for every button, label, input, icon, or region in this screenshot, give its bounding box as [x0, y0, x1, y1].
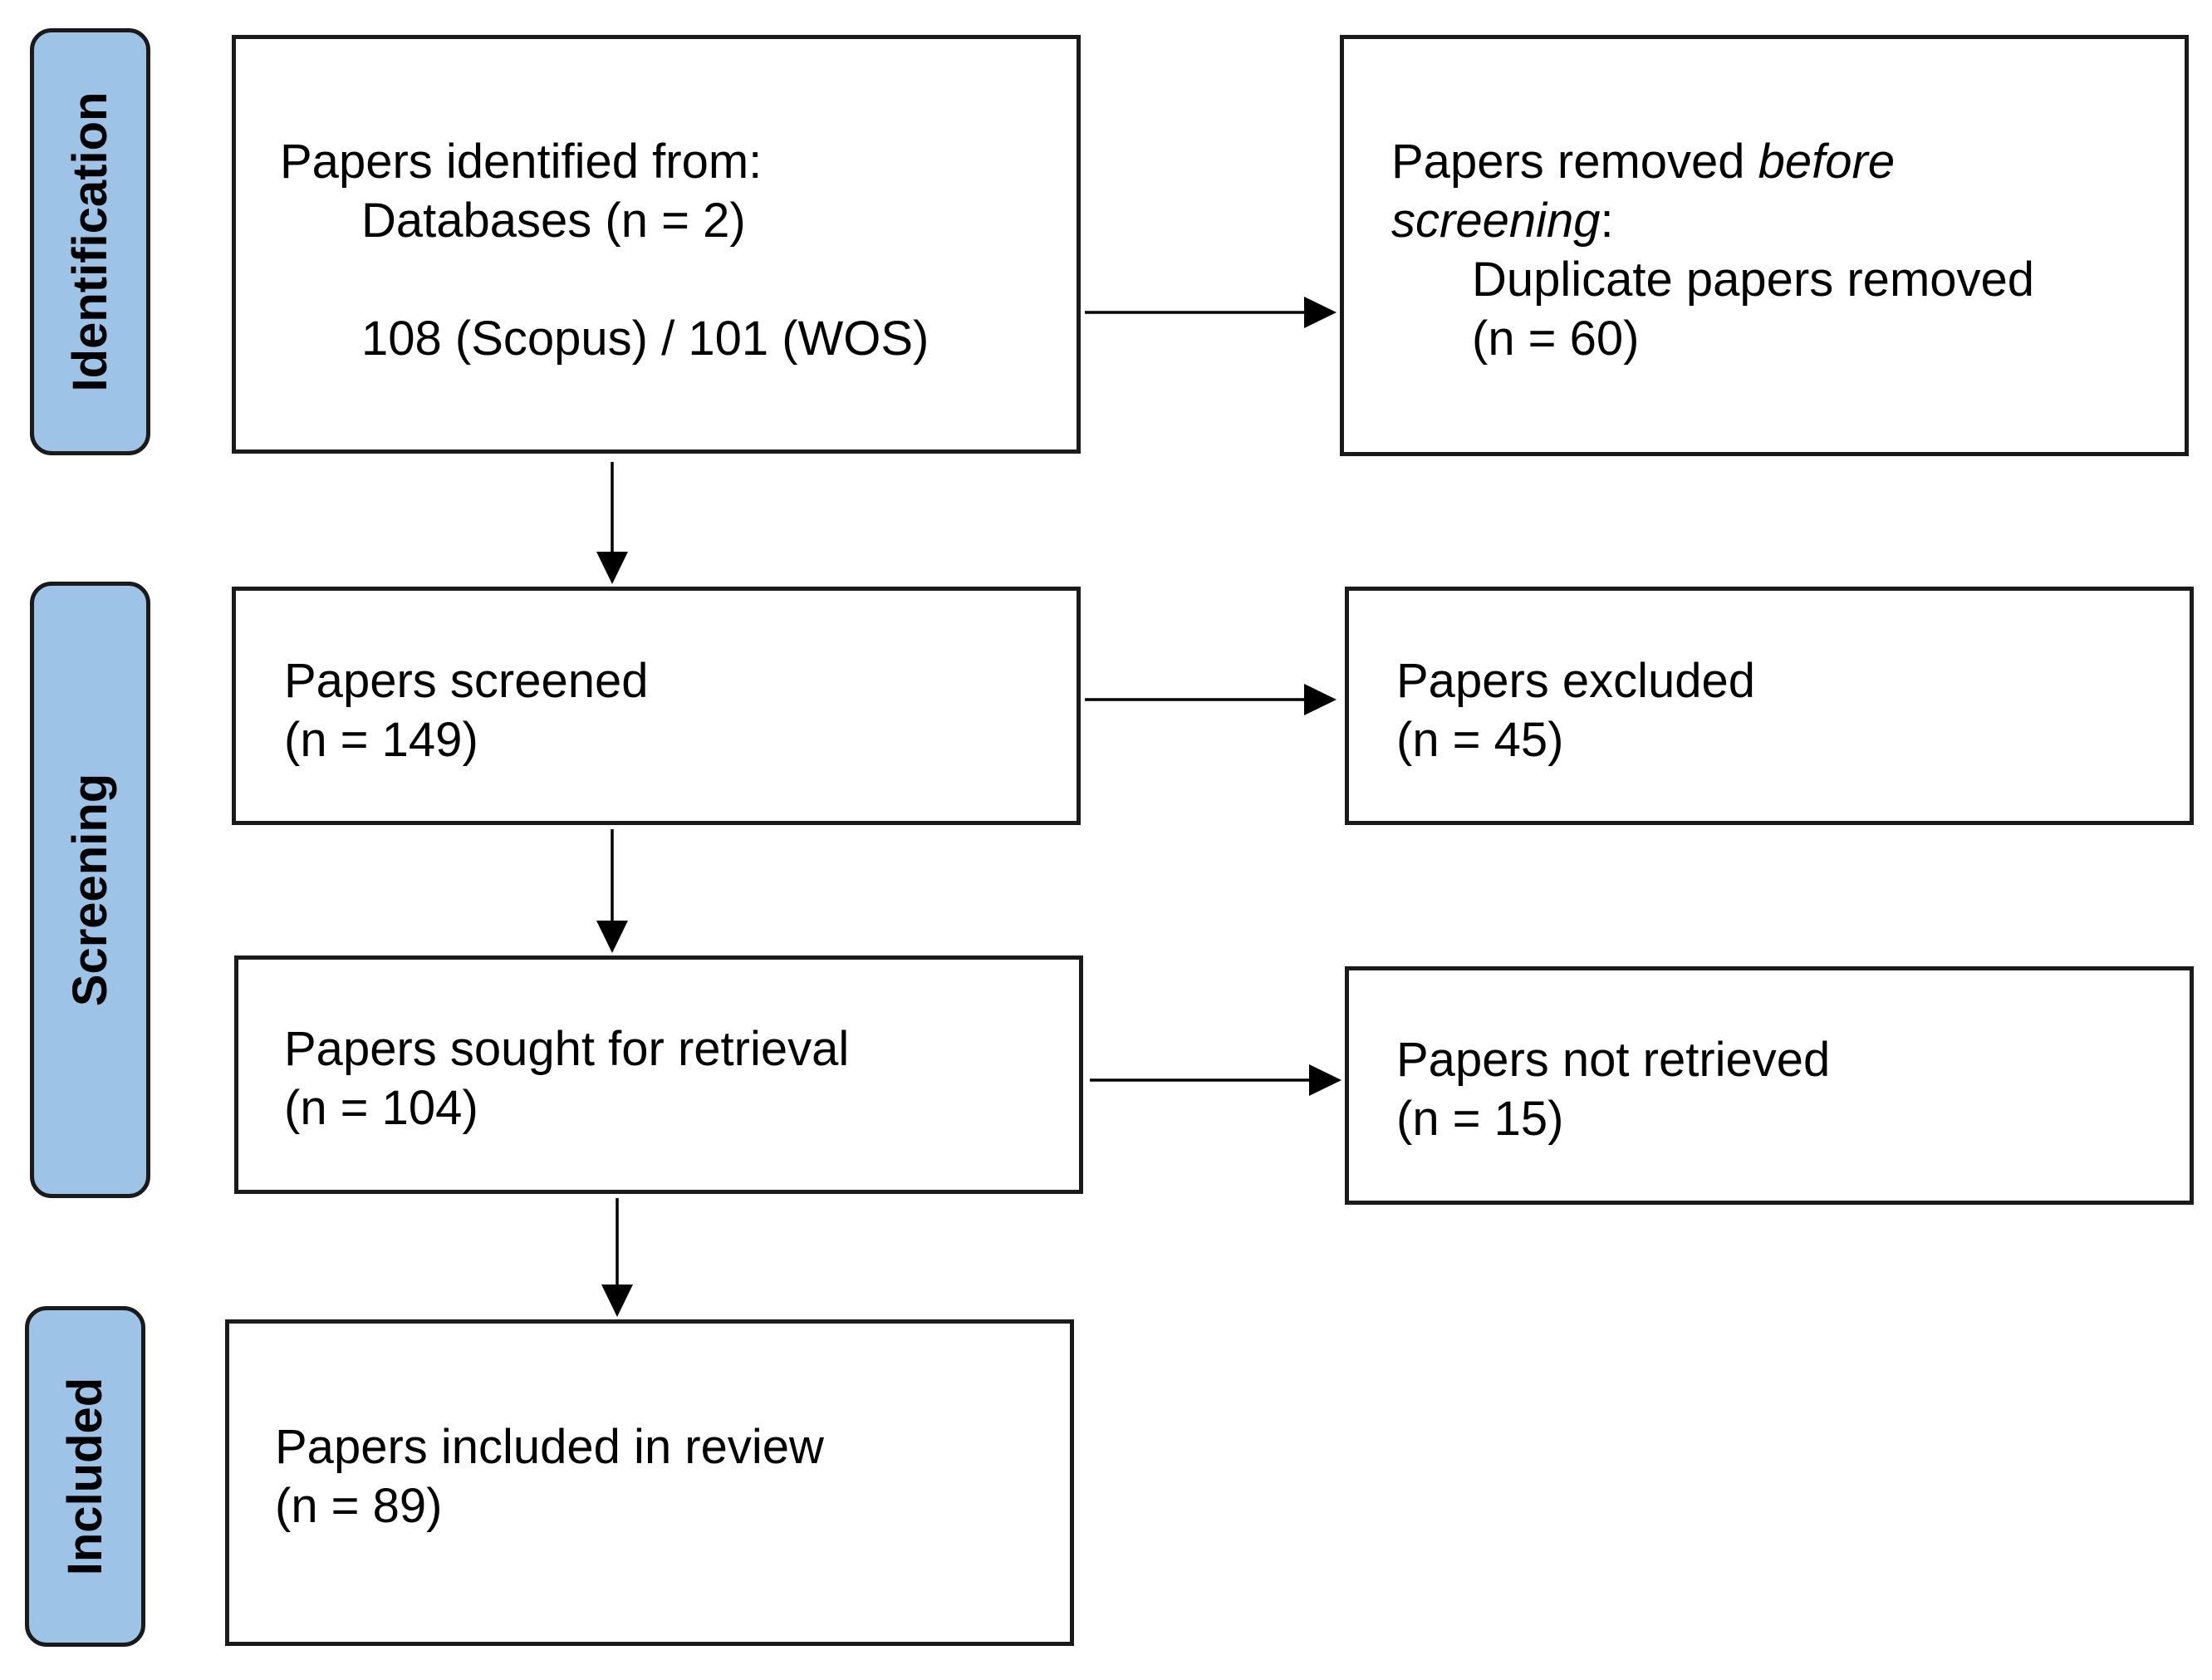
screened-title: Papers screened — [284, 654, 649, 708]
removed-title: Papers removed before — [1391, 132, 1895, 192]
not-retrieved-title: Papers not retrieved — [1396, 1033, 1831, 1087]
removed-box: Papers removed before screening: Duplica… — [1340, 35, 2189, 456]
sought-box: Papers sought for retrieval (n = 104) — [234, 955, 1083, 1194]
arrowhead-screened-to-excluded — [1304, 684, 1337, 715]
included-title: Papers included in review — [275, 1420, 824, 1474]
identified-box: Papers identified from: Databases (n = 2… — [232, 35, 1081, 454]
identified-databases: Databases (n = 2) — [361, 194, 746, 248]
not-retrieved-box: Papers not retrieved (n = 15) — [1345, 966, 2194, 1205]
identified-title: Papers identified from: — [280, 135, 763, 189]
arrowhead-screened-to-sought — [596, 921, 628, 953]
arrowhead-identified-to-screened — [596, 552, 628, 584]
screened-count: (n = 149) — [284, 713, 478, 767]
included-box: Papers included in review (n = 89) — [225, 1319, 1074, 1646]
phase-included: Included — [25, 1306, 145, 1647]
phase-identification: Identification — [30, 28, 150, 455]
removed-title-prefix: Papers removed — [1391, 135, 1758, 189]
arrowhead-sought-to-included — [601, 1285, 633, 1317]
screened-box: Papers screened (n = 149) — [232, 587, 1081, 825]
removed-duplicates: Duplicate papers removed — [1472, 253, 2035, 307]
excluded-title: Papers excluded — [1396, 654, 1756, 708]
removed-count: (n = 60) — [1472, 312, 1640, 366]
removed-subtitle: screening: — [1391, 191, 1614, 251]
arrowhead-identified-to-removed — [1304, 297, 1337, 328]
sought-count: (n = 104) — [284, 1081, 478, 1135]
excluded-box: Papers excluded (n = 45) — [1345, 587, 2194, 825]
excluded-count: (n = 45) — [1396, 713, 1564, 767]
sought-title: Papers sought for retrieval — [284, 1022, 850, 1076]
removed-subtitle-emphasis: screening — [1391, 194, 1601, 248]
not-retrieved-count: (n = 15) — [1396, 1092, 1564, 1146]
phase-screening: Screening — [30, 582, 150, 1198]
removed-title-emphasis: before — [1758, 135, 1896, 189]
arrowhead-sought-to-not-retrieved — [1309, 1064, 1341, 1096]
identified-counts: 108 (Scopus) / 101 (WOS) — [361, 312, 929, 366]
removed-subtitle-suffix: : — [1600, 194, 1614, 248]
included-count: (n = 89) — [275, 1479, 443, 1533]
